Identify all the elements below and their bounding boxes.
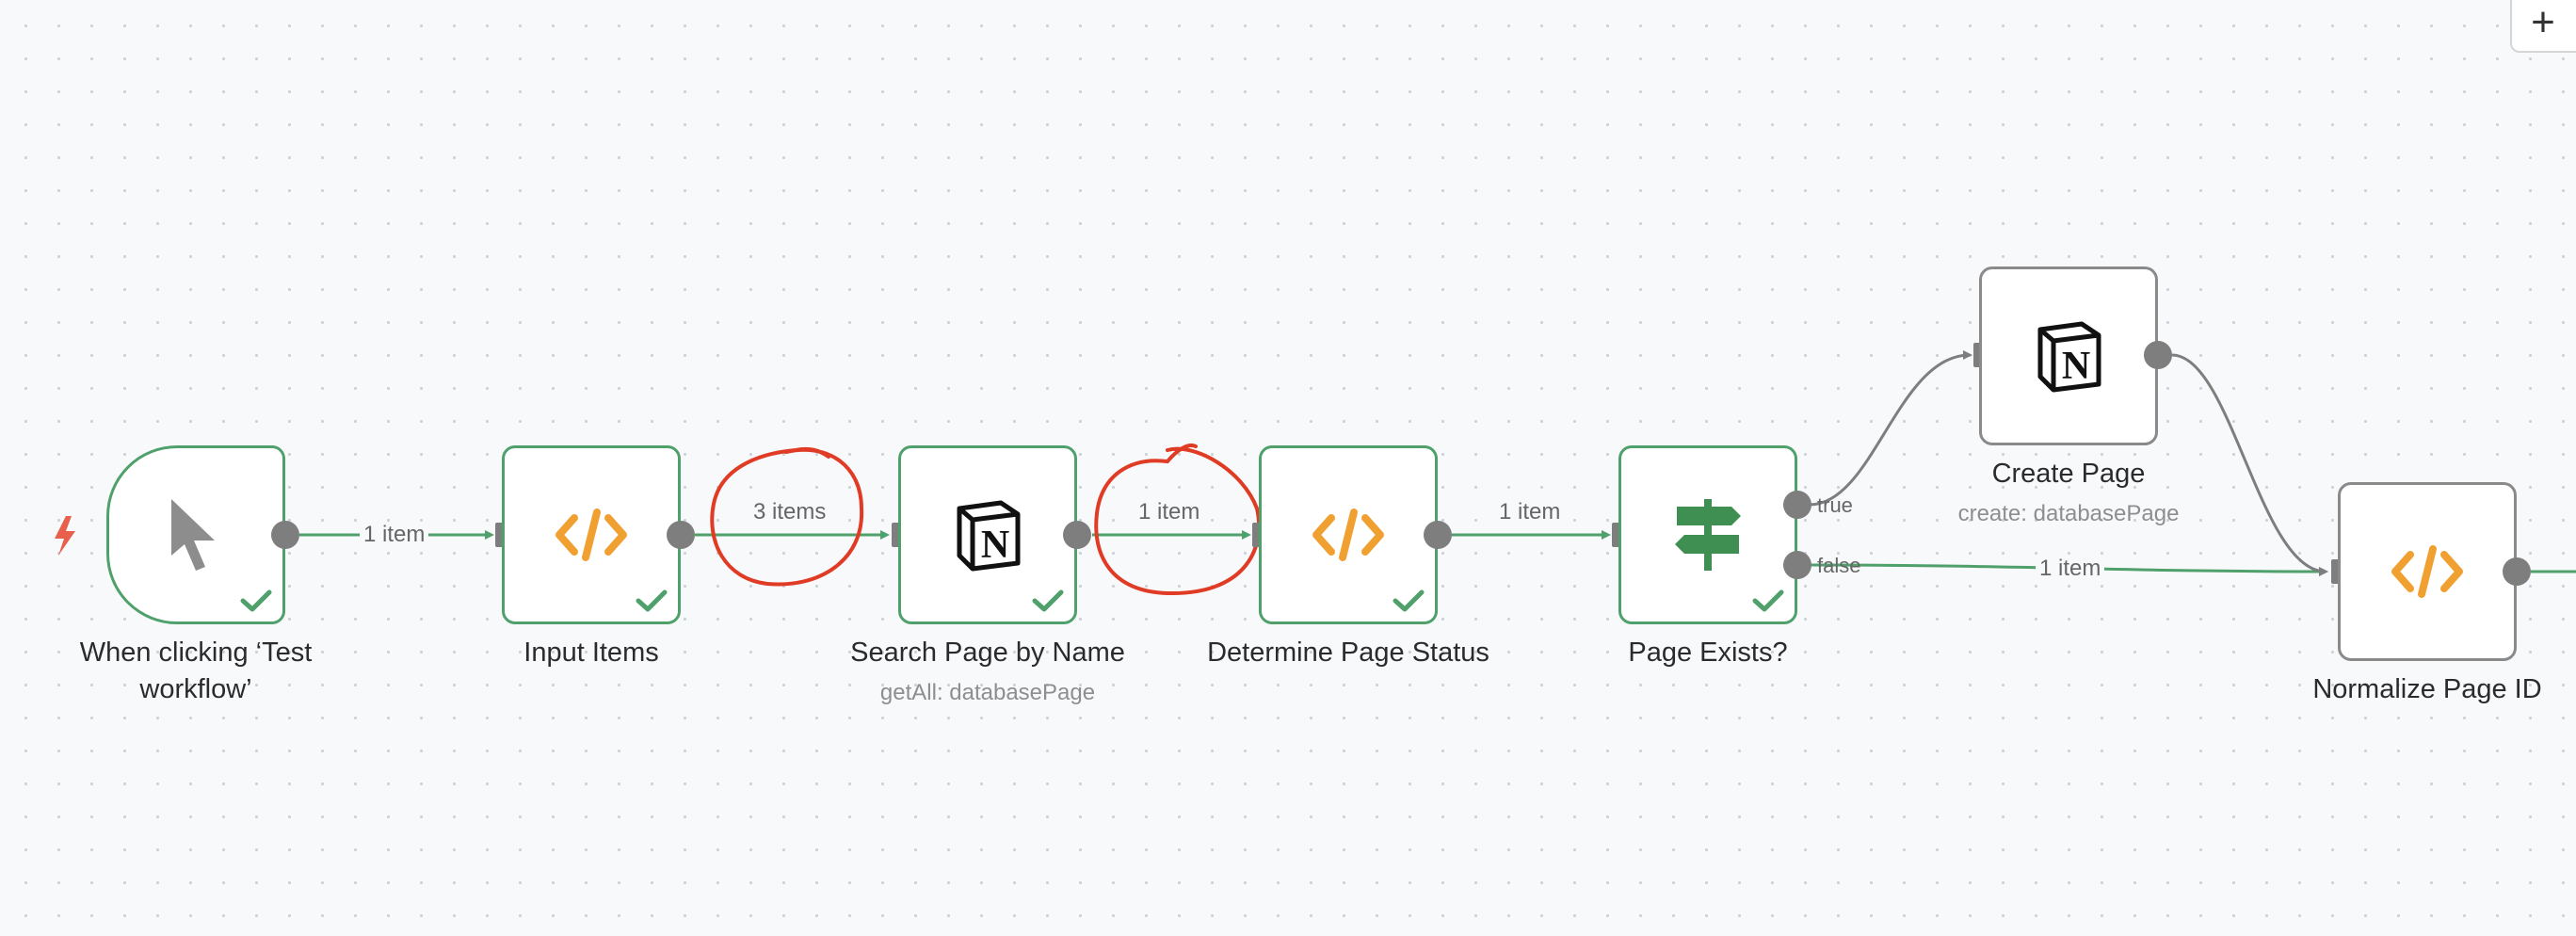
edge-label-items: 3 items xyxy=(749,499,830,525)
node-label: Normalize Page ID xyxy=(2312,674,2542,704)
output-port[interactable] xyxy=(2144,341,2172,369)
node-label: Determine Page Status xyxy=(1207,637,1489,668)
code-icon xyxy=(554,507,629,563)
output-port[interactable] xyxy=(1063,521,1091,549)
edge-label-items: 1 item xyxy=(1495,499,1565,525)
node-determine-status[interactable] xyxy=(1259,445,1438,624)
signpost-icon xyxy=(1671,497,1745,573)
node-trigger[interactable] xyxy=(106,445,285,624)
trigger-bolt-icon xyxy=(49,514,81,557)
node-label: Search Page by Name xyxy=(850,637,1125,668)
success-check-icon xyxy=(239,588,273,614)
success-check-icon xyxy=(635,588,668,614)
success-check-icon xyxy=(1392,588,1425,614)
output-port[interactable] xyxy=(271,521,299,549)
node-label: Page Exists? xyxy=(1628,637,1788,668)
success-check-icon xyxy=(1751,588,1785,614)
success-check-icon xyxy=(1031,588,1065,614)
output-port-true[interactable] xyxy=(1783,491,1811,519)
node-page-exists[interactable] xyxy=(1618,445,1797,624)
node-create-page[interactable]: N xyxy=(1979,266,2158,445)
output-port-false[interactable] xyxy=(1783,551,1811,579)
output-port[interactable] xyxy=(667,521,695,549)
svg-text:N: N xyxy=(981,524,1009,567)
node-normalize-id[interactable] xyxy=(2338,482,2517,661)
node-subtitle: create: databasePage xyxy=(1957,501,2180,526)
node-search-page[interactable]: N xyxy=(898,445,1077,624)
code-icon xyxy=(1311,507,1386,563)
branch-label-false: false xyxy=(1817,554,1861,577)
node-label: When clicking ‘Test workflow’ xyxy=(79,637,313,704)
node-label: Create Page xyxy=(1991,459,2146,489)
node-subtitle: getAll: databasePage xyxy=(879,680,1096,705)
edge-label-items: 1 item xyxy=(1135,499,1204,525)
branch-label-true: true xyxy=(1817,493,1853,517)
code-icon xyxy=(2390,543,2465,600)
node-input-items[interactable] xyxy=(502,445,681,624)
edge-label-items: 1 item xyxy=(360,522,429,548)
notion-icon: N xyxy=(2031,318,2106,394)
output-port[interactable] xyxy=(1424,521,1452,549)
notion-icon: N xyxy=(950,497,1025,573)
svg-text:N: N xyxy=(2062,345,2090,388)
cursor-icon xyxy=(166,495,226,574)
add-node-button[interactable]: + xyxy=(2510,0,2576,53)
node-label: Input Items xyxy=(523,637,659,668)
output-port[interactable] xyxy=(2503,557,2531,586)
edge-label-items: 1 item xyxy=(2036,556,2105,582)
